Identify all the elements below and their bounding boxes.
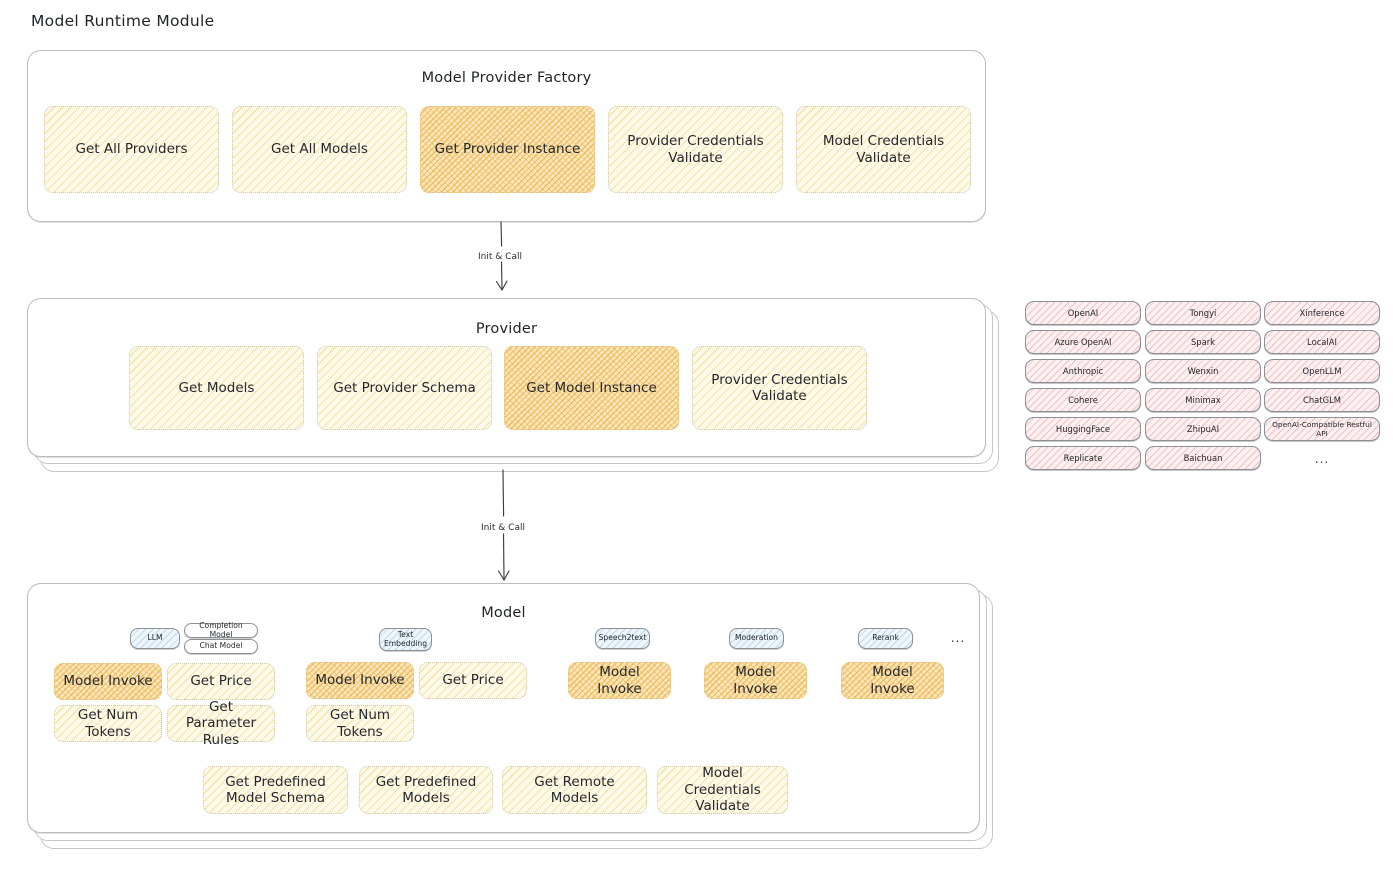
node-get-all-providers[interactable]: Get All Providers [44, 106, 219, 193]
arrow-label-init-call-2: Init & Call [481, 523, 525, 533]
node-get-remote-models[interactable]: Get Remote Models [502, 766, 647, 814]
node-text-embedding-get-num-tokens[interactable]: Get Num Tokens [306, 705, 414, 742]
provider-chip-azure-openai[interactable]: Azure OpenAI [1025, 330, 1141, 354]
provider-chip-replicate[interactable]: Replicate [1025, 446, 1141, 470]
node-provider-credentials-validate-2[interactable]: Provider Credentials Validate [692, 346, 867, 430]
node-llm-get-parameter-rules[interactable]: Get Parameter Rules [167, 699, 275, 748]
node-get-provider-instance[interactable]: Get Provider Instance [420, 106, 595, 193]
provider-chip-minimax[interactable]: Minimax [1145, 388, 1261, 412]
model-type-badge-rerank[interactable]: Rerank [858, 628, 913, 649]
node-get-predefined-models[interactable]: Get Predefined Models [359, 766, 493, 814]
provider-chip-huggingface[interactable]: HuggingFace [1025, 417, 1141, 441]
provider-chip-localai[interactable]: LocalAI [1264, 330, 1380, 354]
provider-chip-cohere[interactable]: Cohere [1025, 388, 1141, 412]
node-provider-credentials-validate[interactable]: Provider Credentials Validate [608, 106, 783, 193]
model-type-badge-llm[interactable]: LLM [130, 628, 180, 649]
model-sub-badge-chat-model[interactable]: Chat Model [184, 639, 258, 654]
node-get-model-instance[interactable]: Get Model Instance [504, 346, 679, 430]
provider-list-more-ellipsis: ... [1314, 452, 1330, 466]
node-text-embedding-model-invoke[interactable]: Model Invoke [306, 662, 414, 699]
provider-chip-openllm[interactable]: OpenLLM [1264, 359, 1380, 383]
model-type-badge-moderation[interactable]: Moderation [729, 628, 784, 649]
node-get-models[interactable]: Get Models [129, 346, 304, 430]
node-llm-get-num-tokens[interactable]: Get Num Tokens [54, 705, 162, 742]
node-rerank-model-invoke[interactable]: Model Invoke [841, 662, 944, 699]
provider-chip-openai-compatible-restful-api[interactable]: OpenAI-Compatible Restful API [1264, 417, 1380, 441]
model-types-more-ellipsis: ... [950, 631, 966, 645]
arrow-label-init-call-1: Init & Call [478, 252, 522, 262]
panel-title-factory: Model Provider Factory [421, 70, 592, 86]
node-moderation-model-invoke[interactable]: Model Invoke [704, 662, 807, 699]
model-type-badge-text-embedding[interactable]: Text Embedding [379, 628, 432, 651]
node-llm-get-price[interactable]: Get Price [167, 663, 275, 700]
model-type-badge-speech2text[interactable]: Speech2text [595, 628, 650, 649]
node-get-predefined-model-schema[interactable]: Get Predefined Model Schema [203, 766, 348, 814]
node-get-provider-schema[interactable]: Get Provider Schema [317, 346, 492, 430]
provider-chip-spark[interactable]: Spark [1145, 330, 1261, 354]
provider-chip-xinference[interactable]: Xinference [1264, 301, 1380, 325]
provider-chip-wenxin[interactable]: Wenxin [1145, 359, 1261, 383]
provider-chip-anthropic[interactable]: Anthropic [1025, 359, 1141, 383]
node-get-all-models[interactable]: Get All Models [232, 106, 407, 193]
panel-title-provider: Provider [475, 321, 538, 337]
node-model-credentials-validate-3[interactable]: Model Credentials Validate [657, 765, 788, 814]
provider-chip-tongyi[interactable]: Tongyi [1145, 301, 1261, 325]
node-text-embedding-get-price[interactable]: Get Price [419, 662, 527, 699]
model-sub-badge-completion-model[interactable]: Completion Model [184, 621, 258, 638]
panel-title-model: Model [481, 605, 526, 621]
node-speech2text-model-invoke[interactable]: Model Invoke [568, 662, 671, 699]
node-model-credentials-validate[interactable]: Model Credentials Validate [796, 106, 971, 193]
node-llm-model-invoke[interactable]: Model Invoke [54, 663, 162, 700]
provider-chip-chatglm[interactable]: ChatGLM [1264, 388, 1380, 412]
page-title: Model Runtime Module [31, 12, 215, 30]
provider-chip-zhipuai[interactable]: ZhipuAI [1145, 417, 1261, 441]
provider-chip-openai[interactable]: OpenAI [1025, 301, 1141, 325]
provider-chip-baichuan[interactable]: Baichuan [1145, 446, 1261, 470]
